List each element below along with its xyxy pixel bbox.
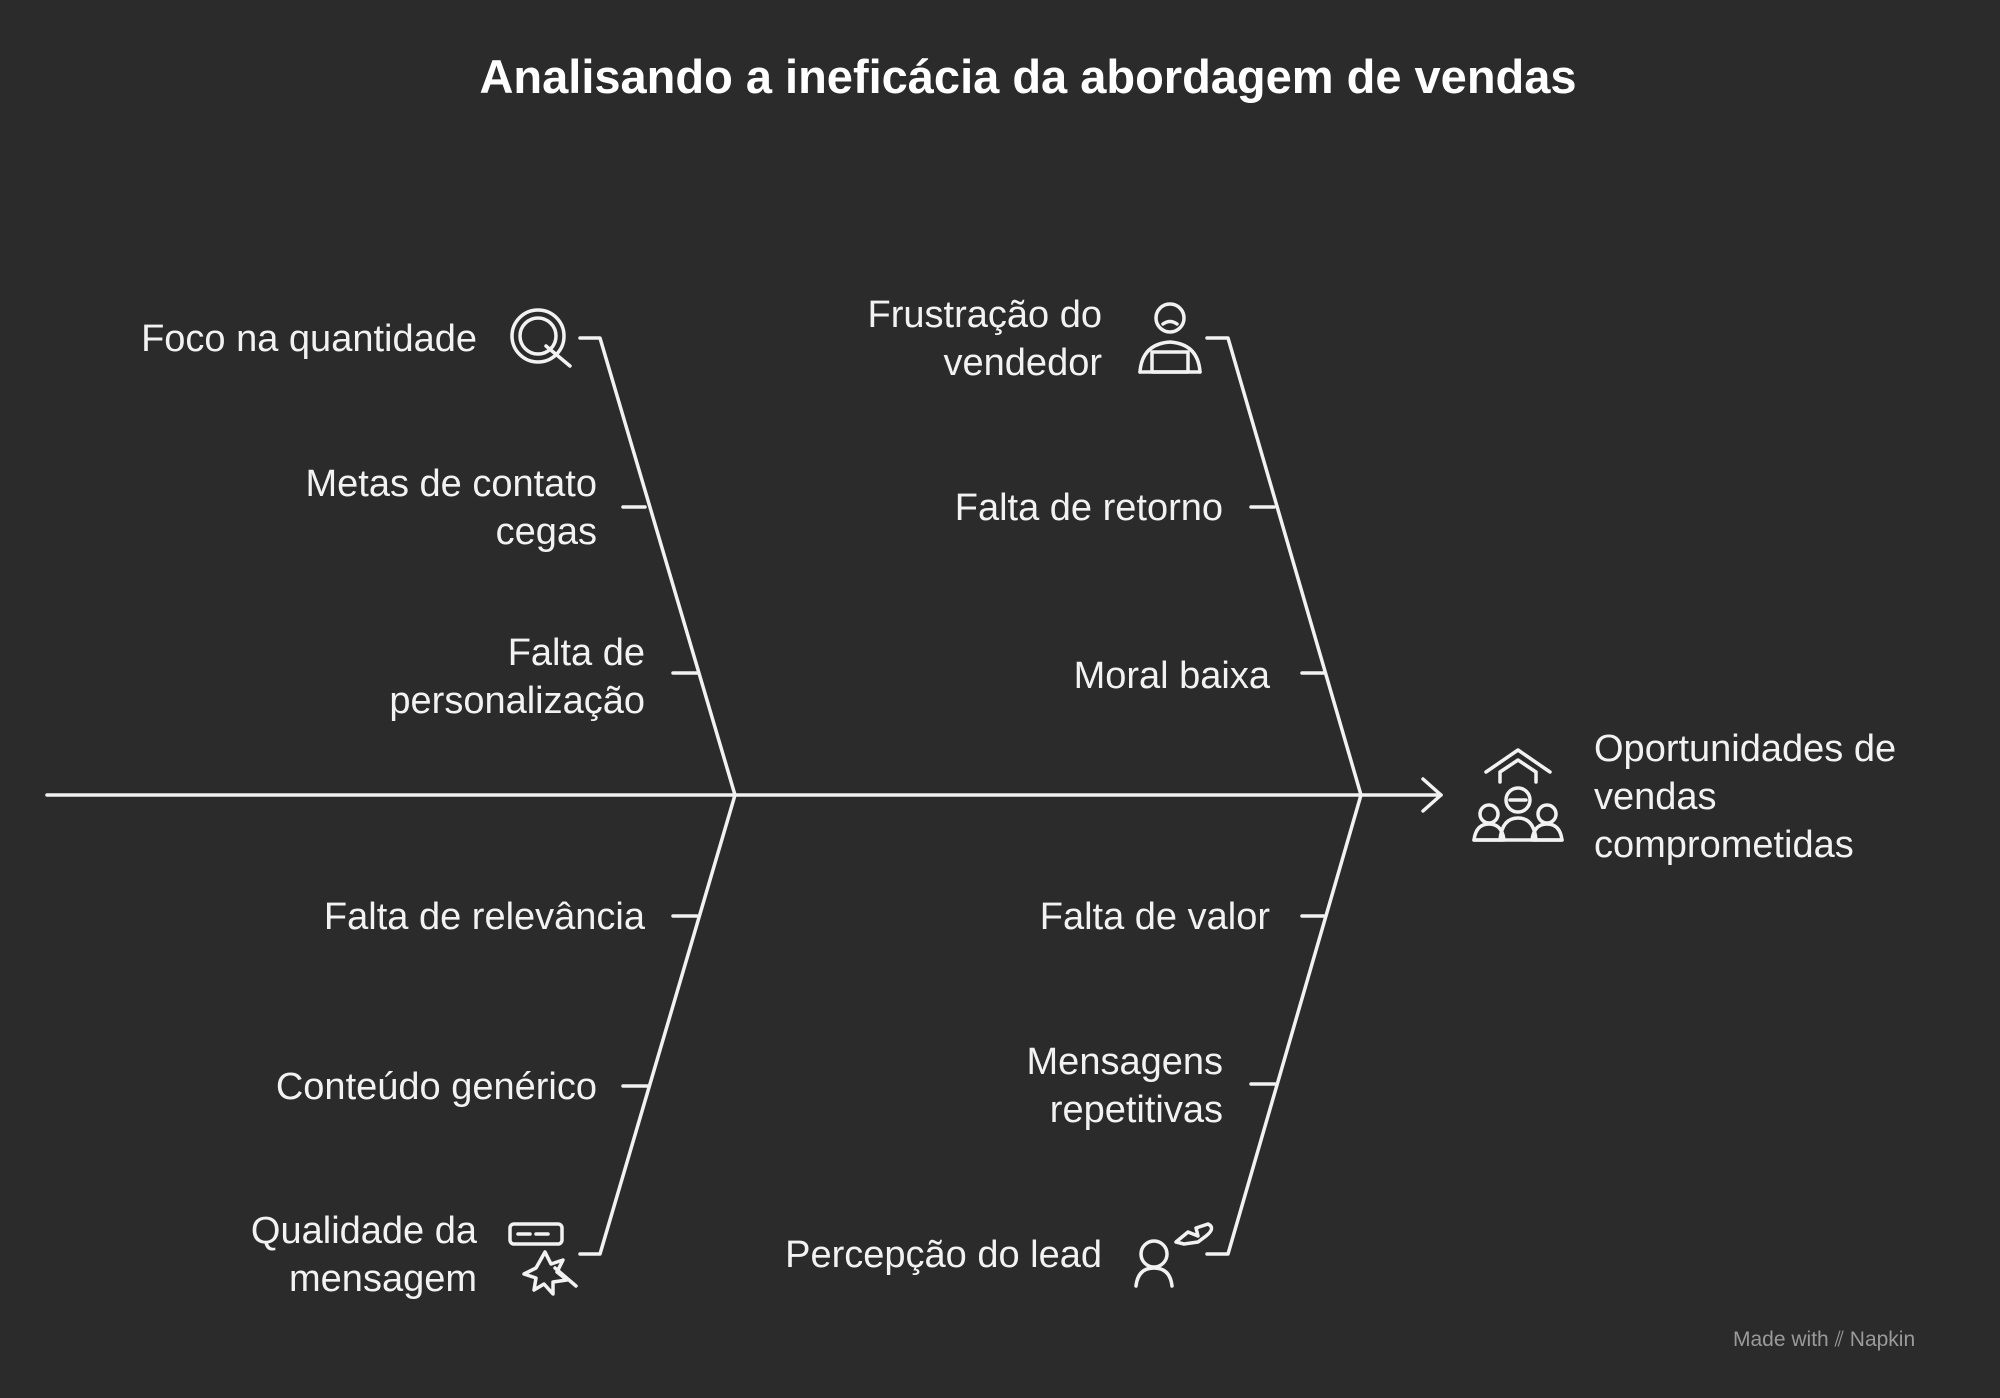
category-qualidade-da-mensagem: Qualidade da mensagem: [251, 1207, 477, 1303]
label-line: Mensagens: [1026, 1041, 1223, 1083]
bone-percepcao: [1205, 793, 1363, 1256]
label-line: comprometidas: [1594, 824, 1854, 866]
bone-qualidade: [578, 793, 737, 1256]
cause-conteudo-generico: Conteúdo genérico: [276, 1063, 597, 1111]
category-percepcao-do-lead: Percepção do lead: [785, 1231, 1102, 1279]
cause-falta-de-valor: Falta de valor: [1040, 893, 1270, 941]
cause-falta-de-personalizacao: Falta de personalização: [389, 629, 645, 725]
category-frustracao-do-vendedor: Frustração do vendedor: [868, 291, 1102, 387]
label-line: Falta de retorno: [954, 487, 1223, 529]
cause-moral-baixa: Moral baixa: [1074, 652, 1270, 700]
watermark-prefix: Made with: [1733, 1328, 1829, 1351]
bone-frustracao: [1205, 336, 1363, 797]
message-click-icon: [508, 1222, 578, 1296]
frustrated-seller-icon: [1138, 302, 1202, 374]
category-foco-na-quantidade: Foco na quantidade: [141, 315, 477, 363]
label-line: Falta de: [507, 632, 645, 674]
label-line: Conteúdo genérico: [275, 1066, 597, 1108]
bone-foco: [578, 336, 737, 797]
spine-arrowhead: [1421, 777, 1443, 813]
effect-label: Oportunidades de vendas comprometidas: [1594, 725, 1896, 869]
label-line: cegas: [495, 511, 597, 553]
cause-falta-de-relevancia: Falta de relevância: [324, 893, 645, 941]
napkin-logo-icon: ⫽: [1834, 1328, 1844, 1351]
label-line: Moral baixa: [1073, 655, 1270, 697]
watermark-brand: Napkin: [1849, 1328, 1916, 1351]
label-line: vendedor: [943, 342, 1102, 384]
label-line: Metas de contato: [305, 463, 597, 505]
label-line: Oportunidades de: [1594, 728, 1897, 770]
diagram-title: Analisando a ineficácia da abordagem de …: [479, 50, 1577, 103]
label-line: Foco na quantidade: [141, 318, 477, 360]
label-line: Frustração do: [867, 294, 1102, 336]
label-line: repetitivas: [1049, 1089, 1223, 1131]
label-line: Percepção do lead: [785, 1234, 1102, 1276]
group-arrow-up-icon: [1472, 748, 1564, 842]
lead-person-icon: [1134, 1222, 1214, 1288]
cause-metas-de-contato-cegas: Metas de contato cegas: [305, 460, 597, 556]
cause-falta-de-retorno: Falta de retorno: [955, 484, 1223, 532]
magnifier-q-icon: [510, 308, 572, 368]
napkin-watermark: Made with ⫽ Napkin: [1733, 1328, 1915, 1352]
label-line: mensagem: [289, 1258, 477, 1300]
label-line: personalização: [389, 680, 645, 722]
label-line: Falta de relevância: [323, 896, 645, 938]
label-line: Falta de valor: [1039, 896, 1270, 938]
cause-mensagens-repetitivas: Mensagens repetitivas: [1027, 1038, 1223, 1134]
label-line: Qualidade da: [250, 1210, 477, 1252]
label-line: vendas: [1594, 776, 1717, 818]
